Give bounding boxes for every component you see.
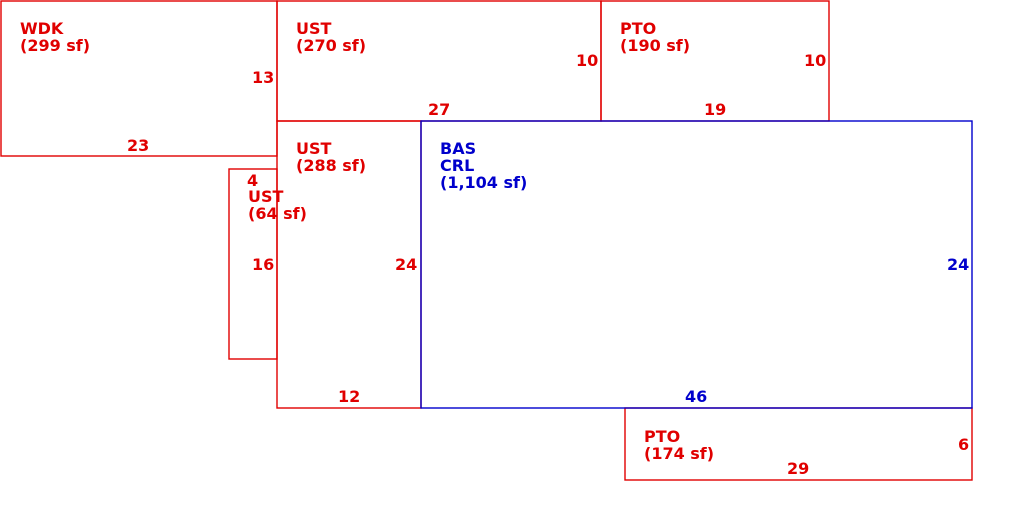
area-pto-top-code: PTO — [620, 19, 656, 38]
dimension-ust-small-top: 4 — [247, 171, 258, 190]
dimension-ust-top-side: 10 — [576, 51, 598, 70]
area-pto-top[interactable]: PTO (190 sf) 10 19 — [600, 0, 830, 122]
dimension-pto-top-bottom: 19 — [704, 100, 726, 119]
dimension-pto-bottom-side: 6 — [958, 435, 969, 454]
dimension-ust-middle-side: 24 — [395, 255, 417, 274]
area-bas-code: BAS — [440, 139, 476, 158]
area-ust-small-code: UST — [248, 187, 284, 206]
area-bas-sqft: (1,104 sf) — [440, 173, 527, 192]
dimension-bas-side: 24 — [947, 255, 969, 274]
dimension-ust-middle-bottom: 12 — [338, 387, 360, 406]
dimension-pto-bottom-bottom: 29 — [787, 459, 809, 478]
dimension-wdk-bottom: 23 — [127, 136, 149, 155]
area-pto-bottom[interactable]: PTO (174 sf) 6 29 — [624, 407, 973, 481]
dimension-ust-top-bottom: 27 — [428, 100, 450, 119]
area-wdk-sqft: (299 sf) — [20, 36, 90, 55]
area-wdk-code: WDK — [20, 19, 64, 38]
area-ust-top[interactable]: UST (270 sf) 10 27 — [276, 0, 602, 122]
area-wdk[interactable]: WDK (299 sf) 13 23 — [0, 0, 278, 157]
area-bas[interactable]: BAS CRL (1,104 sf) 24 46 — [420, 120, 973, 409]
dimension-ust-small-side: 16 — [252, 255, 274, 274]
area-pto-bottom-sqft: (174 sf) — [644, 444, 714, 463]
area-bas-code-secondary: CRL — [440, 156, 474, 175]
dimension-bas-bottom: 46 — [685, 387, 707, 406]
area-ust-top-sqft: (270 sf) — [296, 36, 366, 55]
dimension-wdk-side: 13 — [252, 68, 274, 87]
area-ust-middle-code: UST — [296, 139, 332, 158]
area-ust-middle-sqft: (288 sf) — [296, 156, 366, 175]
area-ust-top-code: UST — [296, 19, 332, 38]
area-pto-bottom-code: PTO — [644, 427, 680, 446]
dimension-pto-top-side: 10 — [804, 51, 826, 70]
area-ust-small[interactable]: 4 UST (64 sf) 16 — [228, 168, 307, 360]
area-pto-top-sqft: (190 sf) — [620, 36, 690, 55]
area-bas-outline — [420, 120, 973, 409]
area-ust-middle[interactable]: UST (288 sf) 24 12 — [276, 120, 422, 409]
